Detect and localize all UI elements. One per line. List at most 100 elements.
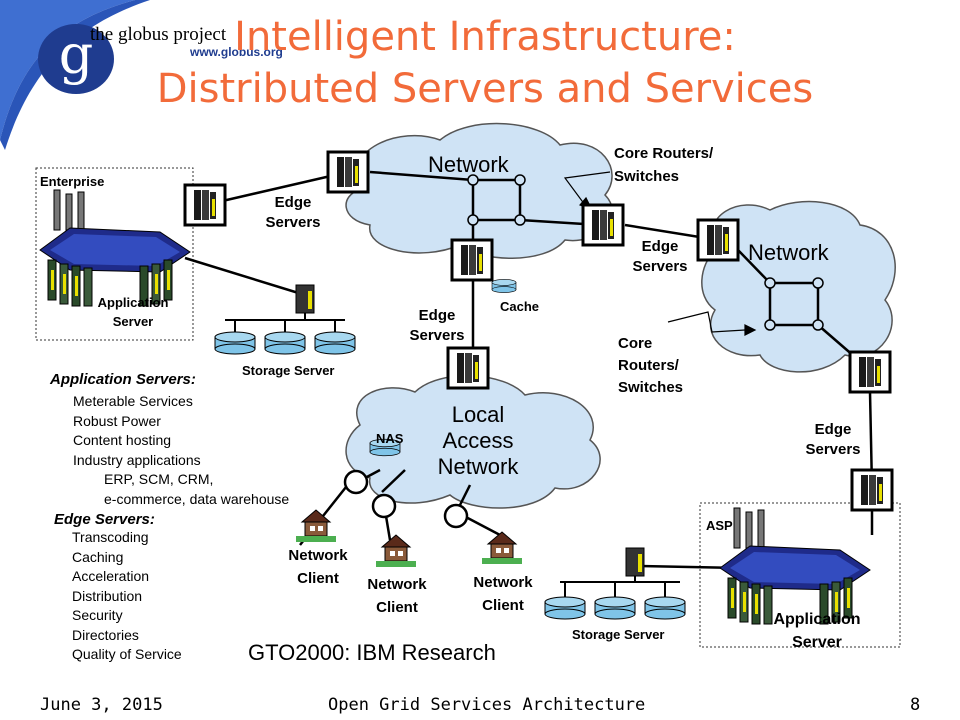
list-item: e-commerce, data warehouse (104, 490, 290, 507)
cloud-local-access (345, 375, 601, 509)
network-client-label: Network Client (465, 571, 541, 617)
storage-disk-icon (594, 596, 636, 620)
storage-disk-icon (644, 596, 686, 620)
page-title-line2: Distributed Servers and Services (156, 66, 814, 112)
list-item: ERP, SCM, CRM, (104, 471, 214, 487)
list-item: Meterable Services (73, 393, 193, 409)
core-routers-label-top: Core Routers/ Switches (614, 142, 713, 188)
storage-disk-icon (214, 331, 256, 355)
application-servers-list: Meterable Services Robust Power Content … (73, 392, 201, 470)
local-access-line: Network (437, 454, 519, 479)
network-client-icon (295, 509, 337, 543)
storage-disk-icon (264, 331, 306, 355)
edge-servers-line: Edge (274, 194, 312, 211)
globus-logo: g (38, 24, 114, 94)
list-item: Distribution (72, 587, 143, 604)
footer-page-number: 8 (910, 695, 921, 715)
local-access-line: Access (442, 428, 514, 453)
edge-servers-label: Edge Servers (798, 420, 868, 460)
storage-disk-icon (544, 596, 586, 620)
application-server-line: Server (112, 314, 154, 329)
network-client-line: Client (297, 570, 339, 587)
credit-text: GTO2000: IBM Research (248, 640, 496, 665)
storage-disk-icon (314, 331, 356, 355)
cache-label: Cache (500, 299, 540, 314)
network-client-line: Network (288, 547, 348, 564)
application-server-line: Application (97, 295, 169, 310)
edge-servers-line: Servers (409, 327, 465, 344)
network-client-line: Client (482, 597, 524, 614)
edge-servers-line: Servers (632, 258, 688, 275)
list-item: Robust Power (73, 412, 161, 429)
core-routers-line: Core Routers/ (614, 145, 714, 162)
network-client-line: Network (367, 576, 427, 593)
application-servers-sublist: ERP, SCM, CRM, e-commerce, data warehous… (104, 470, 289, 509)
core-routers-line: Core (618, 335, 653, 352)
edge-servers-label: Edge Servers (625, 237, 695, 277)
asp-application-server-icon (719, 507, 871, 625)
edge-servers-label: Edge Servers (258, 193, 328, 233)
asp-box (699, 502, 901, 648)
storage-server-label: Storage Server (242, 363, 335, 378)
network-client-label: Network Client (359, 573, 435, 619)
network-client-line: Network (473, 574, 533, 591)
edge-server-icon (581, 203, 625, 247)
cache-disk-icon (491, 279, 517, 293)
hub-circle (443, 503, 469, 529)
cloud-network-top (345, 122, 613, 259)
list-item: Caching (72, 548, 124, 565)
footer-date: June 3, 2015 (40, 695, 163, 715)
core-routers-line: Switches (614, 168, 680, 185)
edge-server-icon (850, 468, 894, 512)
local-access-line: Local (451, 402, 505, 427)
hub-circle (343, 469, 369, 495)
application-servers-heading: Application Servers: (50, 371, 196, 388)
enterprise-box (35, 167, 194, 341)
application-server-line: Application (773, 611, 861, 628)
network-client-line: Client (376, 599, 418, 616)
edge-servers-line: Edge (814, 421, 852, 438)
logo-url: www.globus.org (190, 45, 283, 59)
enterprise-application-server-icon (39, 189, 191, 307)
edge-server-icon (183, 183, 227, 227)
edge-servers-list: Transcoding Caching Acceleration Distrib… (72, 528, 182, 665)
edge-servers-line: Servers (805, 441, 861, 458)
edge-servers-line: Edge (641, 238, 679, 255)
edge-server-icon (848, 350, 892, 394)
page-title-line1: Intelligent Infrastructure: (234, 14, 736, 60)
enterprise-label: Enterprise (40, 174, 105, 189)
list-item: Directories (72, 626, 139, 643)
application-server-line: Server (792, 634, 842, 651)
network-client-icon (481, 531, 523, 565)
core-routers-label-right: Core Routers/ Switches (618, 333, 683, 399)
network-client-icon (375, 534, 417, 568)
edge-server-icon (696, 218, 740, 262)
edge-servers-label: Edge Servers (402, 306, 472, 346)
edge-server-icon (446, 346, 490, 390)
enterprise-application-server-label: Application Server (80, 293, 186, 331)
core-routers-line: Switches (618, 379, 684, 396)
nas-label: NAS (376, 431, 404, 446)
asp-application-server-label: Application Server (762, 608, 872, 654)
list-item: Acceleration (72, 568, 150, 584)
edge-servers-line: Servers (265, 214, 321, 231)
list-item: Industry applications (73, 451, 201, 468)
footer-title: Open Grid Services Architecture (328, 695, 646, 715)
edge-server-icon (450, 238, 494, 282)
network-client-label: Network Client (280, 544, 356, 590)
list-item: Content hosting (73, 432, 172, 448)
storage-server-label: Storage Server (572, 627, 665, 642)
edge-servers-heading: Edge Servers: (54, 511, 155, 528)
list-item: Transcoding (72, 529, 149, 545)
local-access-network-label: Local Access Network (430, 402, 526, 480)
core-routers-line: Routers/ (618, 357, 679, 374)
network-label-top: Network (428, 152, 509, 177)
edge-servers-line: Edge (418, 307, 456, 324)
logo-name: the globus project (90, 24, 227, 45)
hub-circle (371, 493, 397, 519)
edge-server-icon (326, 150, 370, 194)
network-label-right: Network (748, 240, 829, 265)
list-item: Security (72, 607, 123, 623)
asp-label: ASP (706, 518, 733, 533)
